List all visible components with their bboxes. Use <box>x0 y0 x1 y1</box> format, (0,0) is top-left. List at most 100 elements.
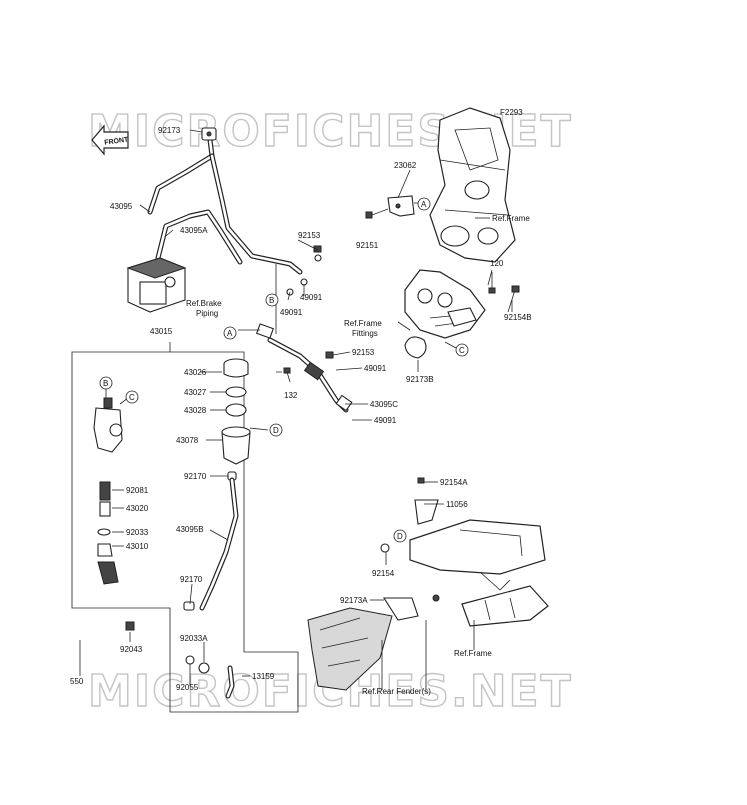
rear-fender <box>307 607 393 691</box>
label-43028: 43028 <box>184 406 207 415</box>
ref-frame-upper: Ref.Frame <box>492 214 530 223</box>
bolt-120 <box>488 272 496 294</box>
label-43078: 43078 <box>176 436 199 445</box>
piston-43020 <box>99 501 111 517</box>
hose-43095B <box>199 477 239 611</box>
front-arrow-icon: FRONT <box>91 124 130 156</box>
ref-frame-lower: Ref.Frame <box>454 649 492 658</box>
master-cylinder-43010 <box>93 397 123 453</box>
label-43020: 43020 <box>126 504 149 513</box>
svg-text:A: A <box>227 329 233 338</box>
banjo-bolt-92153-lower <box>325 351 334 359</box>
label-92170-lower: 92170 <box>180 575 203 584</box>
label-43095B: 43095B <box>176 525 204 534</box>
label-43027: 43027 <box>184 388 207 397</box>
bolt-92151 <box>365 208 389 219</box>
label-49091-d: 49091 <box>374 416 397 425</box>
diagram-id: F2293 <box>500 108 523 117</box>
cap-43026 <box>223 358 249 378</box>
spring-92081 <box>99 481 111 501</box>
brake-hose-43095C <box>256 323 353 413</box>
nut-92043 <box>125 621 135 631</box>
label-92173: 92173 <box>158 126 181 135</box>
abs-unit <box>126 257 187 313</box>
label-92033A: 92033A <box>180 634 208 643</box>
bracket-11056 <box>414 477 439 525</box>
ref-brake-piping-line2: Piping <box>196 309 218 318</box>
pushrod-43010 <box>97 543 119 585</box>
svg-text:B: B <box>103 379 108 388</box>
frame-lower <box>461 585 549 627</box>
clip-92055 <box>185 655 195 665</box>
svg-text:C: C <box>459 346 465 355</box>
svg-text:D: D <box>273 426 279 435</box>
callout-b-kit: B <box>99 376 113 390</box>
label-43026: 43026 <box>184 368 207 377</box>
svg-text:A: A <box>421 200 427 209</box>
label-92154: 92154 <box>372 569 395 578</box>
label-92154A: 92154A <box>440 478 468 487</box>
label-43010: 43010 <box>126 542 149 551</box>
bolt-92154B <box>507 285 520 313</box>
callout-a-upper: A <box>417 197 431 211</box>
reservoir-43078 <box>221 426 251 465</box>
label-120: 120 <box>490 259 504 268</box>
label-92055: 92055 <box>176 683 199 692</box>
bracket-23062 <box>387 195 415 217</box>
brake-pipe-43095 <box>147 137 215 215</box>
ref-rear-fender: Ref.Rear Fender(s) <box>362 687 431 696</box>
callout-a-left: A <box>223 326 237 340</box>
fitting-13159 <box>225 665 235 699</box>
diaphragm-43028 <box>225 403 247 417</box>
clamp-92173B <box>404 336 427 359</box>
label-13159: 13159 <box>252 672 275 681</box>
label-11056: 11056 <box>446 500 468 509</box>
label-92170-upper: 92170 <box>184 472 207 481</box>
label-92033: 92033 <box>126 528 149 537</box>
label-49091-a: 49091 <box>300 293 323 302</box>
label-23062: 23062 <box>394 161 417 170</box>
label-550: 550 <box>70 677 84 686</box>
frame-casting-upper <box>429 107 516 263</box>
svg-text:B: B <box>269 296 274 305</box>
callout-b-upper: B <box>265 293 279 307</box>
frame-rear <box>380 519 546 591</box>
label-92173A: 92173A <box>340 596 368 605</box>
ref-frame-fittings-line2: Fittings <box>352 329 378 338</box>
label-92154B: 92154B <box>504 313 532 322</box>
svg-text:D: D <box>397 532 403 541</box>
label-132: 132 <box>284 391 298 400</box>
label-49091-b: 49091 <box>280 308 303 317</box>
label-92153-upper: 92153 <box>298 231 321 240</box>
brake-pipe-long <box>209 153 303 275</box>
ref-frame-fittings-line1: Ref.Frame <box>344 319 382 328</box>
callout-c-right: C <box>455 343 469 357</box>
label-92153-lower: 92153 <box>352 348 375 357</box>
label-92043: 92043 <box>120 645 143 654</box>
label-92173B: 92173B <box>406 375 434 384</box>
svg-text:C: C <box>129 393 135 402</box>
leader-lines <box>79 129 513 690</box>
front-label: FRONT <box>104 136 130 146</box>
banjo-bolt-92153-upper <box>313 245 322 262</box>
label-43015: 43015 <box>150 327 173 336</box>
ref-brake-piping-line1: Ref.Brake <box>186 299 222 308</box>
label-92081: 92081 <box>126 486 149 495</box>
clip-92170-lower <box>183 601 195 611</box>
label-49091-c: 49091 <box>364 364 387 373</box>
callout-c-kit: C <box>125 390 139 404</box>
frame-fittings-bracket <box>404 269 486 339</box>
oring-92033 <box>97 528 111 536</box>
oring-92033A <box>198 662 210 674</box>
label-43095C: 43095C <box>370 400 398 409</box>
union-92173 <box>201 127 217 141</box>
callout-d-kit: D <box>269 423 283 437</box>
label-43095A: 43095A <box>180 226 208 235</box>
label-43095: 43095 <box>110 202 133 211</box>
clamp-92173A <box>382 594 440 621</box>
plate-43027 <box>225 386 247 398</box>
label-92151: 92151 <box>356 241 379 250</box>
brake-pipe-43095A <box>155 209 243 265</box>
